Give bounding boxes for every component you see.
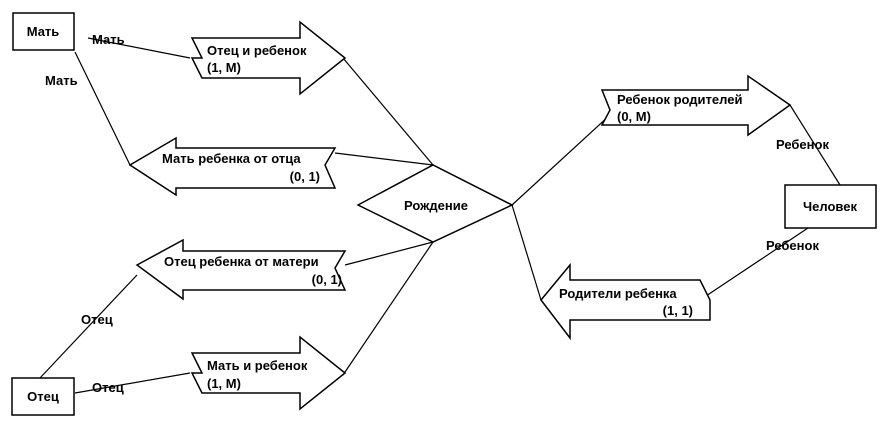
line-mother-to-arrow1 bbox=[87, 37, 191, 59]
line-arrow3-to-birth bbox=[344, 241, 434, 266]
arrow-parents-of-child[interactable]: Родители ребенка (1, 1) bbox=[540, 262, 711, 341]
line-person-to-arrow6 bbox=[699, 227, 809, 301]
role-father-left: Отец bbox=[81, 312, 113, 327]
arrow-father-child[interactable]: Отец и ребенок (1, M) bbox=[190, 20, 347, 96]
role-labels: Мать Мать Отец Отец Ребенок Ребенок bbox=[45, 32, 829, 395]
arrow-father-of-child-from-mother-card: (0, 1) bbox=[312, 272, 342, 287]
arrow-father-child-card: (1, M) bbox=[207, 60, 241, 75]
arrow-mother-child-card: (1, M) bbox=[207, 376, 241, 391]
arrow-father-of-child-from-mother[interactable]: Отец ребенка от матери (0, 1) bbox=[135, 238, 347, 301]
entity-father[interactable]: Отец bbox=[11, 377, 75, 416]
role-child-bottom: Ребенок bbox=[766, 238, 819, 253]
relationship-birth-label: Рождение bbox=[404, 198, 468, 213]
arrow-mother-of-child-from-father-name: Мать ребенка от отца bbox=[162, 151, 301, 166]
arrow-father-of-child-from-mother-name: Отец ребенка от матери bbox=[164, 254, 319, 269]
arrow-mother-of-child-from-father-card: (0, 1) bbox=[290, 169, 320, 184]
line-arrow4-to-birth bbox=[342, 241, 434, 376]
arrow-mother-of-child-from-father[interactable]: Мать ребенка от отца (0, 1) bbox=[128, 136, 337, 197]
connectors bbox=[39, 37, 841, 394]
role-child-top: Ребенок bbox=[776, 137, 829, 152]
role-mother-top: Мать bbox=[92, 32, 125, 47]
line-father-to-arrow4 bbox=[74, 372, 191, 394]
line-arrow5-to-person bbox=[789, 104, 841, 186]
arrow-child-parents-name: Ребенок родителей bbox=[617, 92, 742, 107]
arrow-mother-child[interactable]: Мать и ребенок (1, M) bbox=[190, 335, 347, 411]
arrow-child-parents[interactable]: Ребенок родителей (0, M) bbox=[600, 74, 792, 137]
line-arrow2-to-birth bbox=[334, 152, 434, 166]
line-birth-to-arrow6 bbox=[511, 204, 542, 301]
line-birth-to-arrow5 bbox=[511, 114, 611, 206]
line-mother-to-arrow2 bbox=[74, 51, 131, 166]
entity-mother[interactable]: Мать bbox=[12, 12, 75, 51]
arrow-child-parents-card: (0, M) bbox=[617, 109, 651, 124]
arrow-mother-child-name: Мать и ребенок bbox=[207, 358, 308, 373]
role-mother-left: Мать bbox=[45, 73, 78, 88]
entity-person-label: Человек bbox=[803, 199, 857, 214]
role-father-bottom: Отец bbox=[92, 380, 124, 395]
arrow-parents-of-child-name: Родители ребенка bbox=[559, 286, 677, 301]
entity-person[interactable]: Человек bbox=[784, 184, 877, 229]
line-father-to-arrow3 bbox=[39, 274, 138, 379]
line-arrow1-to-birth bbox=[342, 57, 434, 166]
arrow-parents-of-child-card: (1, 1) bbox=[663, 303, 693, 318]
relationship-birth[interactable]: Рождение bbox=[356, 164, 514, 243]
entity-mother-label: Мать bbox=[27, 24, 60, 39]
arrow-father-child-name: Отец и ребенок bbox=[207, 43, 307, 58]
entity-father-label: Отец bbox=[27, 389, 59, 404]
